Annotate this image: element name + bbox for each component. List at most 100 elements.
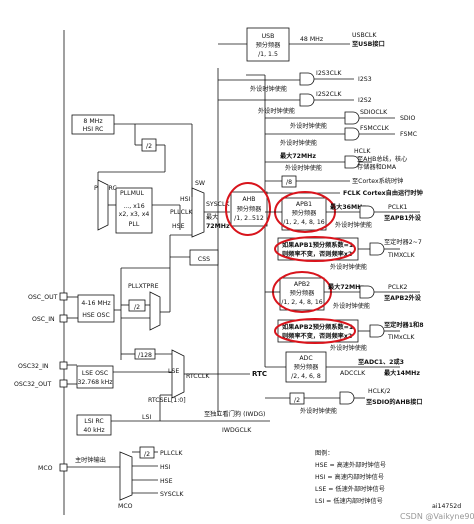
hse-osc-block <box>77 294 115 323</box>
i2s2clk-label: I2S2CLK <box>316 91 342 98</box>
pclk1-label: PCLK1 <box>388 204 408 211</box>
apb1-prescaler-block: APB1 预分频器 /1, 2, 4, 8, 16 <box>281 197 327 231</box>
usb-prescaler-block: USB 预分频器 /1, 1.5 <box>246 27 290 62</box>
sysclk-label: SYSCLK <box>206 201 230 208</box>
timers-27-label: 至定时器2~7 <box>384 238 422 246</box>
periph-enable-2: 外设时钟使能 <box>258 107 295 115</box>
ahb-pre: 预分频器 <box>237 205 263 213</box>
pll-x16: ..., x16 <box>123 203 144 210</box>
and-gate-sdio-ahb <box>339 391 355 405</box>
hclk-to-label: 至AHB总线，核心 <box>357 155 407 163</box>
fsmcclk-label: FSMCCLK <box>360 125 390 132</box>
lsi-rc-label: LSI RC <box>84 418 103 425</box>
pll-label: PLL <box>129 221 140 228</box>
apb1-title: APB1 <box>296 201 312 208</box>
lsi-rc-block <box>76 414 112 436</box>
legend-lse: LSE = 低速外部时钟信号 <box>315 485 385 493</box>
pllxtpre-label: PLLXTPRE <box>128 283 159 290</box>
mco-pllclk: PLLCLK <box>160 450 183 457</box>
timxclk-label: TIMXCLK <box>387 252 415 259</box>
periph-enable-tim18: 外设时钟使能 <box>330 344 367 352</box>
fclk-label: FCLK Cortex自由运行时钟 <box>343 189 423 197</box>
fsmc-label: FSMC <box>400 131 417 138</box>
sw-label: SW <box>195 180 205 187</box>
pllxtpre-mux <box>149 291 161 331</box>
apb2-div: /1, 2, 4, 8, 16 <box>281 299 323 306</box>
periph-enable-hclk: 外设时钟使能 <box>285 164 322 172</box>
sdioclk-label: SDIOCLK <box>360 109 388 116</box>
lsi-label: LSI <box>142 414 151 421</box>
osc32-in-pin <box>59 361 68 370</box>
hclk2-label: HCLK/2 <box>368 388 391 395</box>
adcclk-label: ADCCLK <box>340 370 366 377</box>
legend-hse: HSE = 高速外部时钟信号 <box>315 461 386 469</box>
mco-div2-block <box>139 446 155 459</box>
and-gate-tim18 <box>369 324 385 338</box>
hse-osc-label: HSE OSC <box>82 312 110 319</box>
apb2-pre: 预分频器 <box>290 289 316 297</box>
lse-osc-freq: 32.768 kHz <box>77 379 112 386</box>
osc-out-label: OSC_OUT <box>28 294 58 301</box>
legend: 图例： HSE = 高速外部时钟信号 HSI = 高速内部时钟信号 LSE = … <box>315 449 461 510</box>
max72-label: 最大 <box>206 213 218 221</box>
apb2-title: APB2 <box>294 281 310 288</box>
rtcclk-label: RTCCLK <box>186 373 210 380</box>
adc-div: /2, 4, 6, 8 <box>291 373 321 380</box>
hclk-label: HCLK <box>354 148 371 155</box>
watermark: CSDN @Vaikyne902 <box>400 512 474 521</box>
mco-hse: HSE <box>160 478 173 485</box>
osc32-out-label: OSC32_OUT <box>14 381 51 388</box>
div2-a-label: /2 <box>146 143 152 150</box>
div2-block-b <box>289 392 305 405</box>
div8-label: /8 <box>286 179 292 186</box>
mco-main-label: 主时钟输出 <box>75 456 106 464</box>
ahb-prescaler-block: AHB 预分频器 /1, 2..512 <box>230 191 268 227</box>
rtc-output: RTC <box>252 370 267 378</box>
and-gate-tim27 <box>369 242 385 256</box>
periph-enable-3: 外设时钟使能 <box>290 122 327 130</box>
mco-sysclk: SYSCLK <box>160 491 184 498</box>
lsi-rc-freq: 40 kHz <box>83 427 104 434</box>
timers-18-label: 至定时器1和8 <box>384 321 424 329</box>
and-gate-pclk2 <box>359 285 375 299</box>
hsi-rc-freq: 8 MHz <box>83 118 102 125</box>
mco-hsi: HSI <box>160 464 171 471</box>
div2-pllxtpre-label: /2 <box>134 304 140 311</box>
usbclk-label: USBCLK <box>352 32 377 39</box>
apb2-prescaler-block: APB2 预分频器 /1, 2, 4, 8, 16 <box>279 277 325 311</box>
and-gate-hclk <box>344 155 360 169</box>
hsi-rc-block <box>71 114 115 135</box>
osc-out-pin <box>59 292 68 301</box>
sw-hsi: HSI <box>180 196 191 203</box>
adc-prescaler-block: ADC 预分频器 /2, 4, 6, 8 <box>285 351 327 383</box>
pll-x2: x2, x3, x4 <box>119 211 150 218</box>
css-label: CSS <box>198 256 210 263</box>
iwdgclk-label: IWDGCLK <box>222 427 252 434</box>
to-usb-label: 至USB接口 <box>352 40 385 48</box>
pllsrc-mux <box>97 179 109 231</box>
osc32-in-label: OSC32_IN <box>18 363 49 370</box>
usb-48mhz-label: 48 MHz <box>300 36 323 43</box>
cortex-label: 至Cortex系统时钟 <box>352 177 403 185</box>
i2s3-label: I2S3 <box>358 76 372 83</box>
adc-title: ADC <box>299 355 312 362</box>
pclk2-label: PCLK2 <box>388 284 408 291</box>
apb2-note-label: 如果APB2预分频系数=1 <box>282 323 353 331</box>
sw-pllclk: PLLCLK <box>170 209 193 216</box>
usb-prescaler-label: 预分频器 <box>256 41 282 49</box>
mco-div2-label: /2 <box>144 451 150 458</box>
adc-to-label: 至ADC1、2或3 <box>358 358 404 366</box>
periph-enable-sdio-ahb: 外设时钟使能 <box>300 407 337 415</box>
usb-div-label: /1, 1.5 <box>258 51 278 58</box>
periph-enable-4: 外设时钟使能 <box>280 139 317 147</box>
periph-enable-tim27: 外设时钟使能 <box>330 263 367 271</box>
legend-lsi: LSI = 低速内部时钟信号 <box>315 497 383 505</box>
max72-apb2-label: 最大72MHz <box>328 283 364 291</box>
legend-hsi: HSI = 高速内部时钟信号 <box>315 473 384 481</box>
highlight-apb1-note <box>274 236 356 262</box>
osc-in-pin <box>59 314 68 323</box>
mco-pin <box>59 463 68 472</box>
max14-label: 最大14MHz <box>384 369 420 377</box>
hclk-to2-label: 存储器和DMA <box>357 163 397 171</box>
